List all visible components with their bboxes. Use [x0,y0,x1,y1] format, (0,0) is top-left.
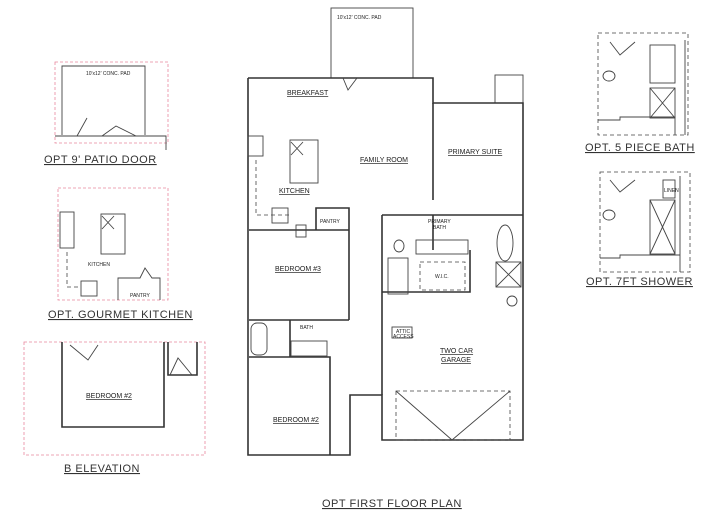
primary-bath-label-2: BATH [433,225,446,231]
water-heater [295,224,307,238]
option-patio-door: 10'x12' CONC. PAD OPT 9' PATIO DOOR [44,61,169,166]
main-floor-plan: 10'x12' CONC. PAD BREAKFAST FAMILY ROOM … [247,7,524,510]
fridge [247,135,264,157]
range [271,207,289,224]
gourmet-pantry-label: PANTRY [130,293,150,299]
option-5-piece-bath: OPT. 5 PIECE BATH [585,32,695,154]
bathtub [496,224,514,262]
seven-ft-shower-title: OPT. 7FT SHOWER [586,276,693,288]
option-gourmet-kitchen: KITCHEN PANTRY OPT. GOURMET KITCHEN [48,187,193,321]
kitchen-label: KITCHEN [279,188,310,195]
shower-x [495,261,522,288]
vanity [415,239,469,255]
laundry [387,257,409,295]
b-elevation-title: B ELEVATION [64,463,140,475]
patio-pad-label: 10'x12' CONC. PAD [86,71,131,77]
interior-walls [249,103,523,455]
kitchen-island [289,139,319,184]
attic-access [391,326,413,339]
linen-label: LINEN [664,188,679,194]
water-heater-icon [506,295,518,307]
shower [495,261,522,288]
five-piece-bath-title: OPT. 5 PIECE BATH [585,142,695,154]
counter [255,160,290,216]
bedroom2-label: BEDROOM #2 [273,417,319,424]
gourmet-kitchen-label: KITCHEN [88,262,110,268]
plan-title: OPT FIRST FLOOR PLAN [322,498,462,510]
toilet [393,239,405,253]
garage-label: TWO CAR [440,348,473,355]
breakfast-label: BREAKFAST [287,90,329,97]
hall-tub [250,322,268,356]
attic-label-2: ACCESS [393,334,414,340]
conc-pad-label: 10'x12' CONC. PAD [337,15,382,21]
b-elev-bedroom-label: BEDROOM #2 [86,393,132,400]
garage-label-2: GARAGE [441,357,471,364]
wic-shelves [419,261,466,291]
gourmet-kitchen-title: OPT. GOURMET KITCHEN [48,309,193,321]
garage-door-swing [395,390,511,441]
primary-suite-label: PRIMARY SUITE [448,149,503,156]
garage-door [395,390,511,441]
family-room-label: FAMILY ROOM [360,157,408,164]
pantry-label: PANTRY [320,219,340,225]
hall-vanity [290,340,328,357]
attic-label: ATTIC [396,329,410,335]
option-b-elevation: BEDROOM #2 B ELEVATION [23,341,206,475]
island-sink-icon [290,141,304,156]
hvac-pad [494,74,524,104]
rear-door [342,77,358,91]
wic-label: W.I.C. [435,274,449,280]
patio-door-title: OPT 9' PATIO DOOR [44,154,157,166]
bath-label: BATH [300,325,313,331]
option-7ft-shower: LINEN OPT. 7FT SHOWER [586,171,693,288]
primary-bath-label: PRIMARY [428,219,451,225]
bedroom3-label: BEDROOM #3 [275,266,321,273]
